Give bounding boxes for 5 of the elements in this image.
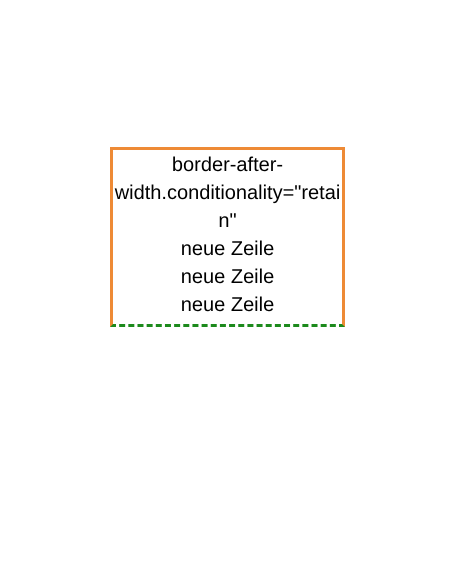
text-box: [110, 147, 345, 327]
box-text: neue Zeile: [180, 237, 276, 262]
box-text: neue Zeile: [180, 293, 276, 318]
box-text: border-after-width.conditionality="retain": [114, 153, 342, 234]
box-text: neue Zeile: [180, 265, 276, 290]
